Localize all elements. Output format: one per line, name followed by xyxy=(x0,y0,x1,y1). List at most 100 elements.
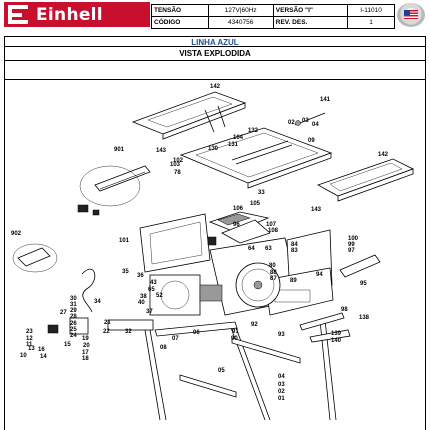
part-callout-17: 17 xyxy=(82,350,89,356)
part-callout-02: 02 xyxy=(278,389,285,395)
part-callout-19: 19 xyxy=(82,336,89,342)
part-callout-902: 902 xyxy=(11,231,22,237)
divider xyxy=(5,79,425,80)
part-callout-21: 21 xyxy=(104,320,111,326)
part-callout-43: 43 xyxy=(150,280,157,286)
part-callout-143: 143 xyxy=(156,148,167,154)
part-callout-13: 13 xyxy=(28,346,35,352)
part-callout-09: 09 xyxy=(308,138,315,144)
part-callout-95: 95 xyxy=(360,281,367,287)
part-callout-02: 02 xyxy=(288,120,295,126)
saw-blade xyxy=(235,262,281,308)
part-callout-130: 130 xyxy=(208,146,219,152)
blade-guard xyxy=(208,211,271,244)
part-callout-05: 05 xyxy=(218,368,225,374)
part-callout-103: 103 xyxy=(170,162,181,168)
part-callout-88: 88 xyxy=(270,270,277,276)
revision-value: 1 xyxy=(347,16,395,29)
miter-gauge xyxy=(299,312,351,343)
part-callout-16: 16 xyxy=(38,347,45,353)
part-callout-106: 106 xyxy=(233,206,244,212)
table-row: CÓDIGO 4340756 REV. DES. 1 xyxy=(151,16,395,29)
part-callout-64: 64 xyxy=(248,246,255,252)
table-top xyxy=(179,112,333,189)
part-callout-93: 93 xyxy=(278,332,285,338)
part-callout-91: 91 xyxy=(232,329,239,335)
part-callout-131: 131 xyxy=(228,142,239,148)
part-callout-65: 65 xyxy=(148,287,155,293)
part-callout-107: 107 xyxy=(266,222,277,228)
brand-name: Einhell xyxy=(36,4,103,25)
part-callout-97: 97 xyxy=(348,248,355,254)
part-callout-80: 80 xyxy=(269,263,276,269)
view-title: VISTA EXPLODIDA xyxy=(4,47,426,61)
code-label: CÓDIGO xyxy=(151,16,209,29)
part-callout-132: 132 xyxy=(248,128,259,134)
part-callout-01: 01 xyxy=(278,396,285,402)
part-callout-29: 29 xyxy=(70,308,77,314)
part-callout-27: 27 xyxy=(60,310,67,316)
line-title: LINHA AZUL xyxy=(4,36,426,47)
extension-table-left xyxy=(131,91,247,140)
part-callout-89: 89 xyxy=(290,278,297,284)
part-callout-38: 38 xyxy=(140,294,147,300)
part-callout-35: 35 xyxy=(122,269,129,275)
flag-canton xyxy=(404,10,410,15)
extension-table-right xyxy=(317,158,415,202)
part-callout-142: 142 xyxy=(210,84,221,90)
part-callout-22: 22 xyxy=(103,329,110,335)
part-callout-03: 03 xyxy=(302,118,309,124)
part-callout-142: 142 xyxy=(378,152,389,158)
push-stick xyxy=(339,254,381,278)
part-callout-138: 138 xyxy=(359,315,370,321)
part-callout-30: 30 xyxy=(70,296,77,302)
part-callout-20: 20 xyxy=(83,343,90,349)
flag-stripes xyxy=(404,10,418,19)
part-callout-140: 140 xyxy=(331,338,342,344)
switch-box xyxy=(47,268,96,335)
part-callout-100: 100 xyxy=(348,236,359,242)
part-callout-31: 31 xyxy=(70,302,77,308)
part-callout-26: 26 xyxy=(70,321,77,327)
part-callout-63: 63 xyxy=(265,246,272,252)
part-callout-25: 25 xyxy=(70,327,77,333)
product-info-table: TENSÃO 127V|60Hz VERSÃO "I" I-11010 CÓDI… xyxy=(151,4,395,29)
part-callout-78: 78 xyxy=(174,170,181,176)
part-callout-24: 24 xyxy=(70,333,77,339)
motor xyxy=(107,274,223,331)
diagram-frame xyxy=(4,61,426,430)
blade-guard-assembly xyxy=(12,243,58,273)
part-callout-33: 33 xyxy=(258,190,265,196)
part-callout-96: 96 xyxy=(233,222,240,228)
part-callout-07: 07 xyxy=(172,336,179,342)
part-callout-87: 87 xyxy=(270,276,277,282)
part-callout-11: 11 xyxy=(26,342,33,348)
saw-housing xyxy=(139,213,334,316)
part-callout-94: 94 xyxy=(316,272,323,278)
part-callout-83: 83 xyxy=(291,248,298,254)
part-callout-98: 98 xyxy=(341,307,348,313)
part-callout-06: 06 xyxy=(193,330,200,336)
part-callout-04: 04 xyxy=(278,374,285,380)
part-callout-36: 36 xyxy=(137,273,144,279)
part-callout-139: 139 xyxy=(331,331,342,337)
part-callout-23: 23 xyxy=(26,329,33,335)
part-callout-105: 105 xyxy=(250,201,261,207)
part-callout-99: 99 xyxy=(348,242,355,248)
part-callout-15: 15 xyxy=(64,342,71,348)
part-callout-08: 08 xyxy=(160,345,167,351)
part-callout-40: 40 xyxy=(138,300,145,306)
part-callout-104: 104 xyxy=(233,135,244,141)
part-callout-32: 32 xyxy=(125,329,132,335)
part-callout-102: 102 xyxy=(173,158,184,164)
part-callout-37: 37 xyxy=(146,309,153,315)
brazil-flag-seal-icon xyxy=(397,3,425,27)
rip-fence xyxy=(77,165,151,216)
part-callout-28: 28 xyxy=(70,314,77,320)
einhell-logo: Einhell xyxy=(4,2,150,27)
part-callout-901: 901 xyxy=(114,147,125,153)
part-callout-92: 92 xyxy=(251,322,258,328)
part-callout-90: 90 xyxy=(231,336,238,342)
